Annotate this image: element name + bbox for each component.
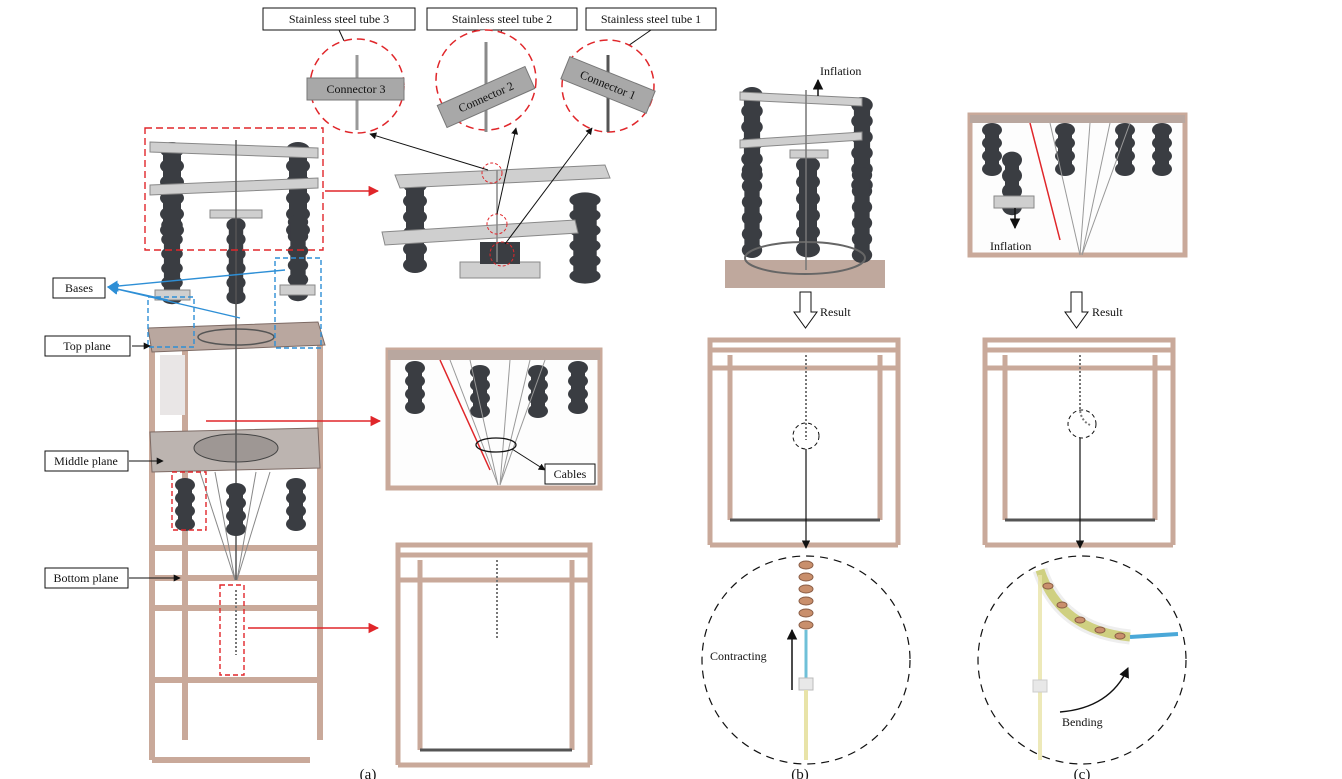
zoom-circle-c — [977, 555, 1187, 765]
lower-bellows — [175, 478, 306, 536]
inflation-b-text: Inflation — [820, 64, 861, 78]
label-bases-text: Bases — [65, 281, 93, 295]
label-cables: Cables — [544, 463, 596, 485]
zoom-circle-small-c — [1067, 409, 1097, 439]
arrow-base-3 — [106, 269, 286, 292]
zoom-top-assembly — [369, 127, 611, 284]
result-arrow-b — [793, 291, 818, 329]
zoom-bottom-frame — [395, 542, 593, 768]
top-frame-panel — [160, 355, 185, 415]
label-tube-1: Stainless steel tube 1 — [585, 7, 717, 31]
result-arrow-c — [1064, 291, 1089, 329]
label-top-plane: Top plane — [44, 335, 131, 357]
label-tube-2: Stainless steel tube 2 — [426, 7, 578, 31]
label-bases: Bases — [52, 277, 106, 299]
callout-middle-rect — [171, 471, 207, 531]
panel-a-assembly — [106, 127, 382, 763]
caption-a: (a) — [360, 767, 377, 779]
zoom-circle-small-b — [792, 422, 820, 450]
connector-2-zoom: Connector 2 — [435, 29, 537, 132]
contracting-text: Contracting — [710, 649, 767, 663]
connector-3-zoom: Connector 3 — [306, 38, 405, 134]
callout-bottom-rect — [219, 584, 245, 676]
result-b-text: Result — [820, 305, 851, 319]
zoom-circle-b — [701, 555, 911, 765]
label-tube-2-text: Stainless steel tube 2 — [452, 12, 552, 26]
callout-top-rect — [144, 127, 324, 251]
label-tube-1-text: Stainless steel tube 1 — [601, 12, 701, 26]
label-top-plane-text: Top plane — [63, 339, 110, 353]
inflation-c-text: Inflation — [990, 239, 1031, 253]
connector-1-zoom: Connector 1 — [560, 39, 656, 133]
frame-b — [707, 337, 901, 548]
label-cables-text: Cables — [554, 467, 587, 481]
label-tube-3-text: Stainless steel tube 3 — [289, 12, 389, 26]
panel-c-top — [967, 112, 1188, 258]
lower-cables — [199, 471, 271, 581]
connector-3-text: Connector 3 — [327, 82, 386, 96]
label-bottom-plane: Bottom plane — [44, 567, 129, 589]
caption-c: (c) — [1074, 767, 1091, 779]
label-middle-plane-text: Middle plane — [54, 454, 118, 468]
result-c-text: Result — [1092, 305, 1123, 319]
chain-c — [1079, 355, 1091, 426]
label-middle-plane: Middle plane — [44, 450, 129, 472]
base-rect-right — [274, 257, 322, 349]
panel-b-top — [725, 87, 885, 288]
frame-c — [982, 337, 1176, 548]
label-bottom-plane-text: Bottom plane — [54, 571, 119, 585]
caption-b: (b) — [791, 767, 809, 779]
arrow-base-2 — [106, 283, 241, 319]
label-tube-3: Stainless steel tube 3 — [262, 7, 416, 31]
bending-text: Bending — [1062, 715, 1103, 729]
